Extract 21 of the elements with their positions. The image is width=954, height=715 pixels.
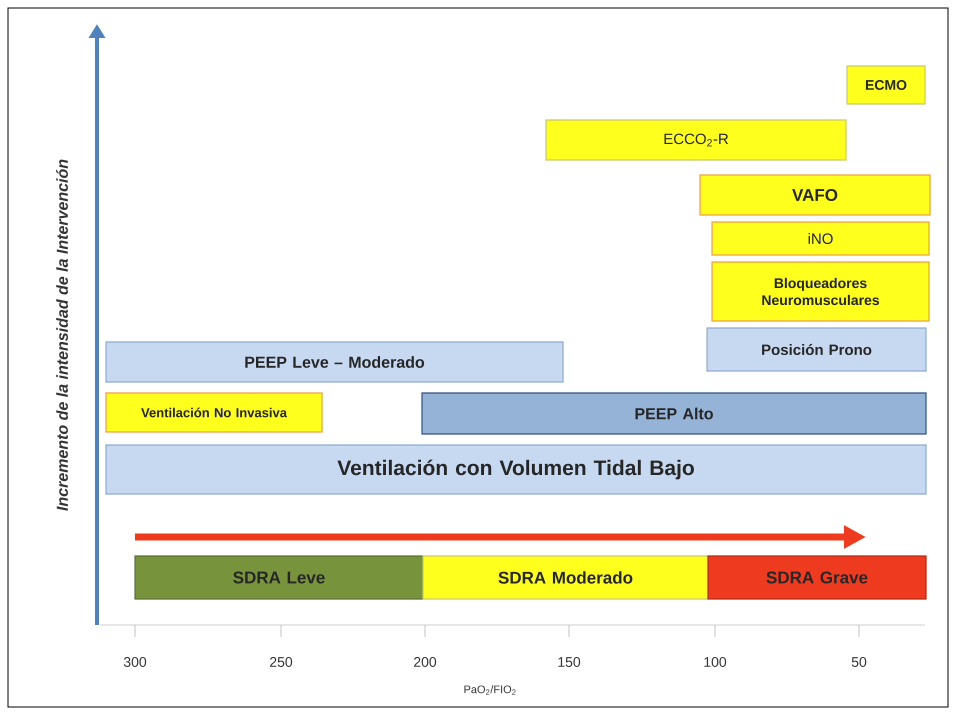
bar: SDRA Moderado <box>422 555 709 600</box>
bar: Posición Prono <box>706 327 927 372</box>
bar: iNO <box>711 221 930 256</box>
bar: ECCO$_{2}$-R <box>545 119 847 161</box>
bar: SDRA Leve <box>134 555 424 600</box>
bar: Bloqueadores Neuromusculares <box>711 261 930 322</box>
bar: Ventilación con Volumen Tidal Bajo <box>105 444 927 495</box>
bar: VAFO <box>699 174 931 216</box>
bar: Ventilación No Invasiva <box>105 392 323 433</box>
tick-label: 100 <box>704 657 726 667</box>
tick-label: 300 <box>124 657 146 667</box>
bar: ECMO <box>846 65 926 105</box>
tick-label: 150 <box>558 657 580 667</box>
bar: SDRA Grave <box>707 555 927 600</box>
tick-label: 50 <box>852 657 866 667</box>
bar: PEEP Alto <box>421 392 927 435</box>
tick-label: 200 <box>414 657 436 667</box>
axis-label: PaO$_{2}$/FIO$_{2}$ <box>464 685 516 695</box>
axis-label: Incremento de la intensidad de la Intervención <box>56 160 68 511</box>
bar: PEEP Leve – Moderado <box>105 341 564 383</box>
tick-label: 250 <box>270 657 292 667</box>
